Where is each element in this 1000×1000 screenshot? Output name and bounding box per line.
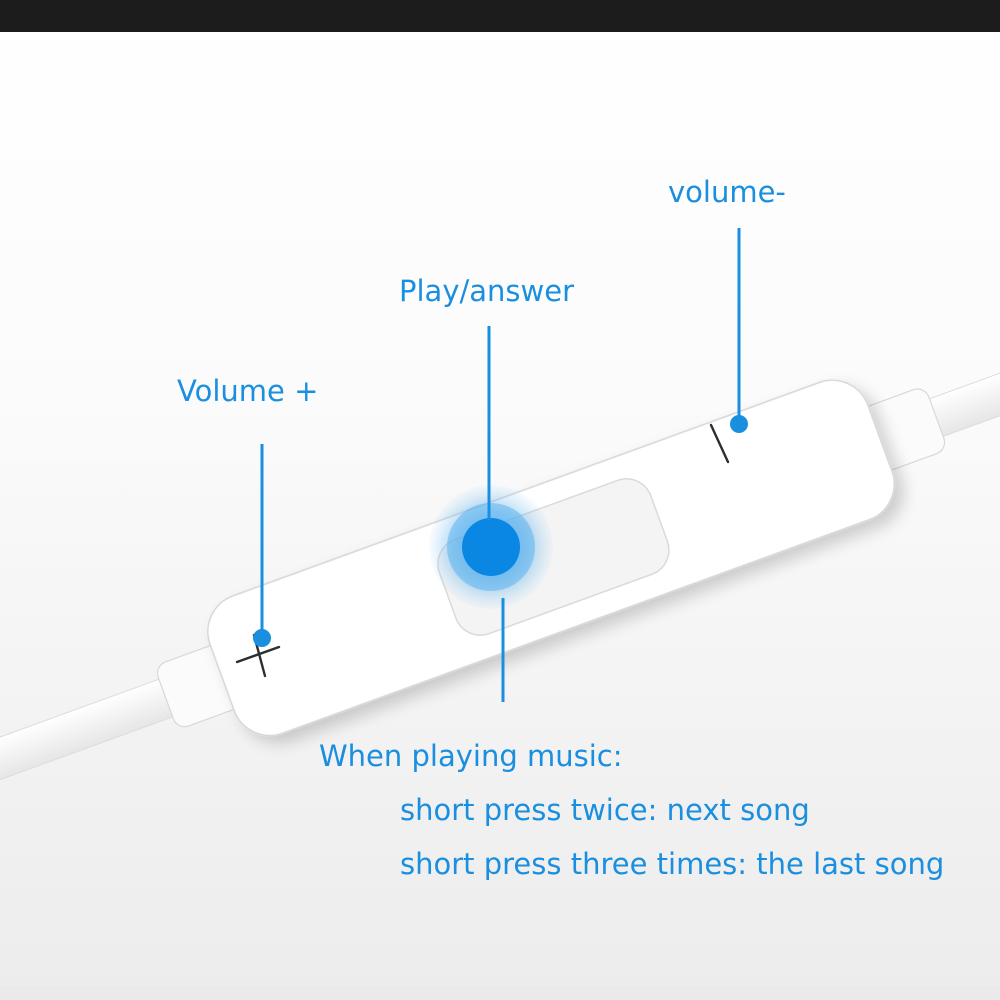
description-line-last-song: short press three times: the last song: [400, 847, 945, 881]
bottom-band: [0, 986, 1000, 1000]
label-play-answer: Play/answer: [399, 274, 574, 308]
description-heading: When playing music:: [319, 739, 623, 773]
minus-icon: [709, 423, 730, 464]
description-line-next-song: short press twice: next song: [400, 793, 810, 827]
top-bar: [0, 0, 1000, 32]
label-volume-plus: Volume +: [177, 374, 319, 408]
marker-dot-volume-minus: [730, 415, 748, 433]
marker-dot-volume-plus: [253, 629, 271, 647]
label-volume-minus: volume-: [668, 175, 786, 209]
play-button-icon: [462, 518, 520, 576]
